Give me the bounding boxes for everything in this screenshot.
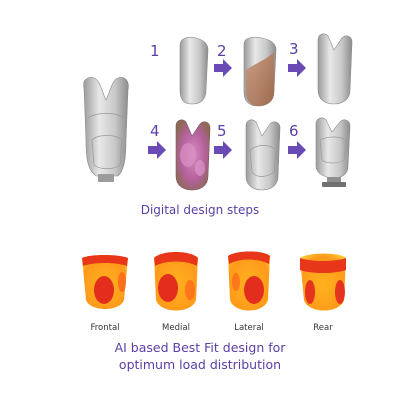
ai-caption-line-2: optimum load distribution — [118, 357, 282, 372]
step-5-number: 5 — [217, 122, 227, 140]
ai-best-fit-caption: AI based Best Fit design for optimum loa… — [0, 339, 400, 373]
view-label-medial: Medial — [162, 323, 190, 333]
heatmap-lateral — [228, 251, 270, 311]
step-3-number: 3 — [289, 40, 299, 58]
digital-design-steps-caption: Digital design steps — [140, 203, 260, 217]
step-1-socket — [179, 36, 209, 105]
heatmap-rear — [300, 253, 346, 311]
overview-socket — [83, 77, 129, 182]
view-label-lateral: Lateral — [234, 323, 264, 333]
arrow-into-step-4 — [148, 141, 166, 159]
view-label-frontal: Frontal — [90, 323, 120, 333]
step-2-number: 2 — [217, 42, 227, 60]
step-4-number: 4 — [150, 122, 160, 140]
arrow-step-4-to-5 — [214, 141, 232, 159]
heatmap-medial — [154, 252, 198, 311]
heatmap-frontal — [82, 255, 128, 309]
view-label-rear: Rear — [313, 323, 333, 333]
step-1-number: 1 — [150, 42, 160, 60]
step-5-socket — [245, 119, 281, 191]
arrow-step-1-to-2 — [214, 59, 232, 77]
arrow-step-5-to-6 — [288, 141, 306, 159]
step-6-socket — [315, 117, 351, 187]
step-3-socket — [317, 33, 353, 105]
arrow-step-2-to-3 — [288, 59, 306, 77]
step-4-socket — [175, 119, 211, 191]
ai-caption-line-1: AI based Best Fit design for — [114, 340, 286, 355]
step-6-number: 6 — [289, 122, 299, 140]
step-2-socket — [243, 36, 277, 107]
